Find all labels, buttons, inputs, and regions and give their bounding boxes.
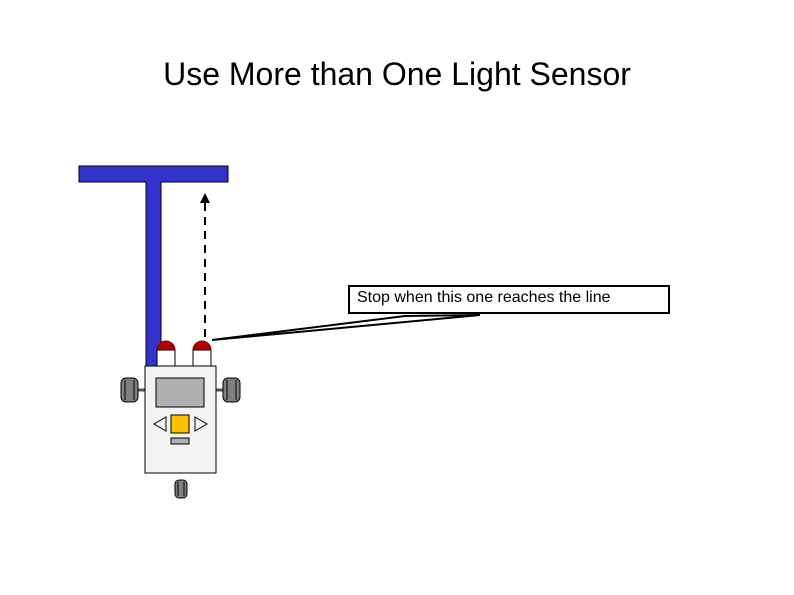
- left-light-sensor: [156, 340, 176, 367]
- robot-screen: [155, 377, 205, 408]
- callout-box: Stop when this one reaches the line: [348, 285, 670, 314]
- right-wheel: [222, 377, 241, 403]
- caster-wheel: [174, 479, 188, 499]
- robot: [120, 340, 241, 499]
- triangle-left-icon: [153, 416, 167, 432]
- callout-pointer: [211, 314, 481, 341]
- line-cover: [146, 181, 161, 183]
- dashed-arrow-up-icon: [200, 193, 210, 337]
- line-vertical-bar: [145, 181, 162, 369]
- back-button: [170, 437, 190, 445]
- slide-title: Use More than One Light Sensor: [163, 56, 631, 92]
- line-top-bar: [78, 165, 229, 183]
- left-wheel: [120, 377, 139, 403]
- center-button: [170, 414, 190, 434]
- right-light-sensor: [192, 340, 212, 367]
- triangle-right-icon: [194, 416, 208, 432]
